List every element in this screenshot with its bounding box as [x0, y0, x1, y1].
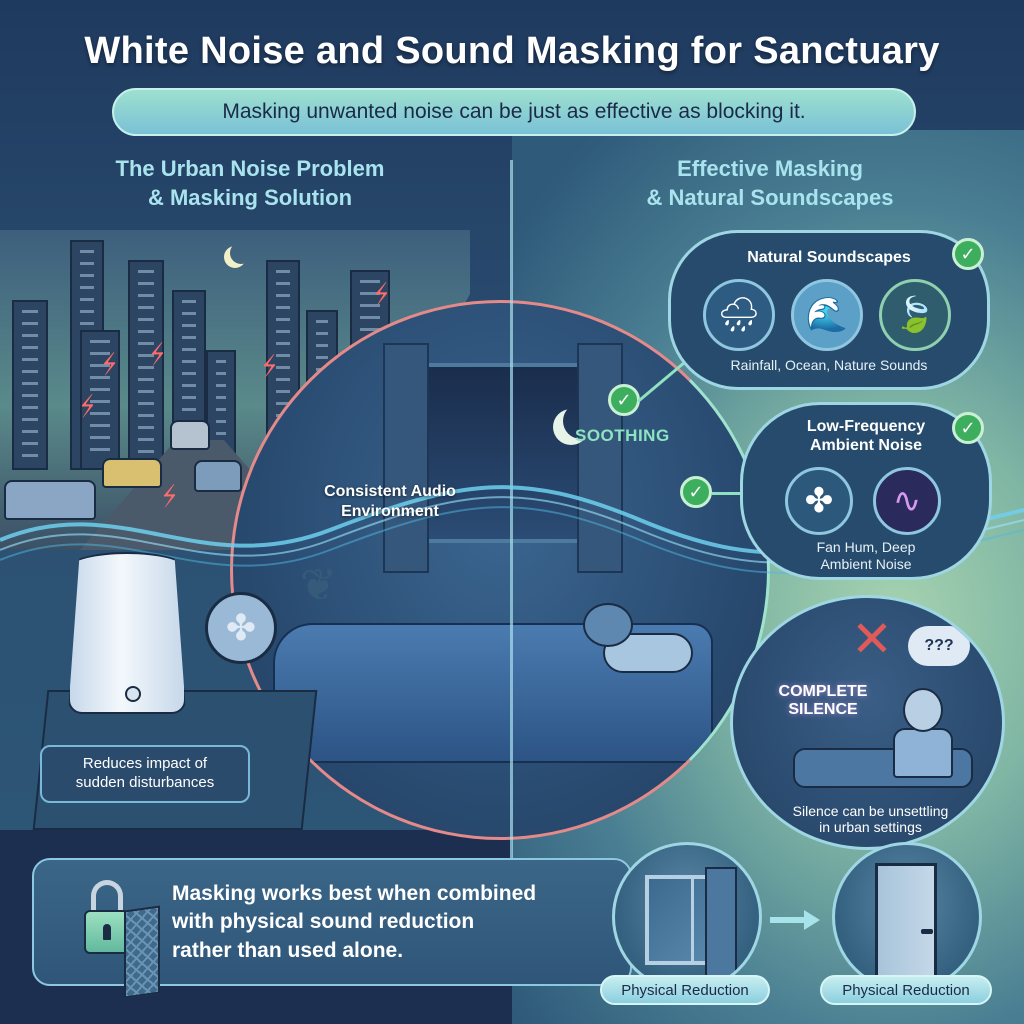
page-title: White Noise and Sound Masking for Sanctu… — [84, 30, 940, 72]
panel-caption: Rainfall, Ocean, Nature Sounds — [730, 357, 928, 373]
check-icon: ✓ — [608, 384, 640, 416]
panel-caption: Fan Hum, Deep Ambient Noise — [743, 539, 989, 573]
building-icon — [12, 300, 48, 470]
white-noise-machine-icon — [68, 552, 186, 714]
door-icon — [875, 863, 937, 989]
callout-line1: Reduces impact of — [82, 755, 208, 773]
silence-title-line2: SILENCE — [788, 700, 858, 718]
panel-title-line1: Low-Frequency — [806, 418, 926, 435]
leaves-icon: 🍃 — [879, 279, 951, 351]
callout-line2: sudden disturbances — [75, 774, 215, 791]
building-icon — [80, 330, 120, 470]
silence-title-line1: COMPLETE — [778, 683, 868, 700]
low-frequency-panel: Low-Frequency Ambient Noise ✤ ∿ Fan Hum,… — [740, 402, 992, 580]
sleeping-person-icon — [583, 603, 633, 647]
car-icon — [194, 460, 242, 492]
left-section-heading: The Urban Noise Problem & Masking Soluti… — [60, 155, 440, 212]
physical-reduction-label: Physical Reduction — [820, 975, 992, 1005]
right-heading-line2: & Natural Soundscapes — [646, 184, 894, 210]
message-line2: with physical sound reduction — [172, 910, 475, 934]
sound-wave-icon: ∿ — [873, 467, 941, 535]
subtitle-text: Masking unwanted noise can be just as ef… — [222, 100, 806, 123]
check-icon: ✓ — [680, 476, 712, 508]
cross-icon: ✕ — [851, 611, 893, 667]
curtained-window-icon — [612, 842, 762, 992]
curtain-icon — [577, 343, 623, 573]
section-divider — [510, 160, 513, 860]
physical-reduction-label: Physical Reduction — [600, 975, 770, 1005]
police-car-icon — [4, 480, 96, 520]
caption-line1: Fan Hum, Deep — [816, 539, 916, 555]
combined-approach-text: Masking works best when combined with ph… — [172, 880, 632, 965]
rain-cloud-icon: 🌧 — [703, 279, 775, 351]
silence-title: COMPLETE SILENCE — [763, 683, 883, 718]
awake-person-head — [903, 688, 943, 732]
panel-title: Low-Frequency Ambient Noise — [743, 417, 989, 455]
truck-icon — [170, 420, 210, 450]
scene-label-line1: Consistent Audio — [324, 483, 456, 500]
curtain-icon — [383, 343, 429, 573]
right-section-heading: Effective Masking & Natural Soundscapes — [580, 155, 960, 212]
fan-icon: ✤ — [785, 467, 853, 535]
message-line3: rather than used alone. — [172, 938, 404, 962]
keyhole-icon — [103, 924, 111, 940]
message-line1: Masking works best when combined — [172, 882, 537, 905]
lock-shackle — [91, 880, 123, 916]
panel-title: Natural Soundscapes — [747, 249, 911, 266]
check-icon: ✓ — [952, 238, 984, 270]
complete-silence-panel: ✕ ??? COMPLETE SILENCE Silence can be un… — [730, 595, 1005, 850]
moon-icon — [230, 242, 252, 264]
ocean-wave-icon: 🌊 — [791, 279, 863, 351]
panel-title-line2: Ambient Noise — [809, 437, 922, 455]
door-knob-icon — [921, 929, 933, 934]
scene-label-line2: Environment — [341, 503, 439, 520]
desk-fan-icon: ✤ — [205, 592, 277, 664]
check-icon: ✓ — [952, 412, 984, 444]
left-heading-line1: The Urban Noise Problem — [115, 156, 385, 181]
curtain-icon — [705, 867, 737, 987]
silence-caption-line2: in urban settings — [819, 819, 922, 835]
silence-caption: Silence can be unsettling in urban setti… — [753, 803, 988, 835]
thought-bubble: ??? — [908, 626, 970, 666]
caption-line2: Ambient Noise — [820, 555, 912, 572]
taxi-icon — [102, 458, 162, 488]
disturbance-callout: Reduces impact of sudden disturbances — [40, 745, 250, 803]
combined-approach-box — [32, 858, 632, 999]
awake-person-icon — [893, 728, 953, 778]
left-heading-line2: & Masking Solution — [147, 184, 353, 210]
building-icon — [128, 260, 164, 470]
silence-caption-line1: Silence can be unsettling — [792, 803, 949, 819]
natural-soundscapes-panel: Natural Soundscapes 🌧 🌊 🍃 Rainfall, Ocea… — [668, 230, 990, 390]
machine-button-icon — [125, 686, 141, 702]
arrow-right-icon — [770, 910, 820, 930]
right-heading-line1: Effective Masking — [677, 156, 863, 181]
subtitle-banner: Masking unwanted noise can be just as ef… — [112, 88, 916, 136]
acoustic-panel-icon — [124, 905, 160, 999]
plant-icon: ❦ — [300, 561, 337, 610]
consistent-audio-label: Consistent Audio Environment — [300, 482, 480, 522]
door-draft-stopper-icon — [832, 842, 982, 992]
soothing-label: SOOTHING — [575, 426, 670, 445]
